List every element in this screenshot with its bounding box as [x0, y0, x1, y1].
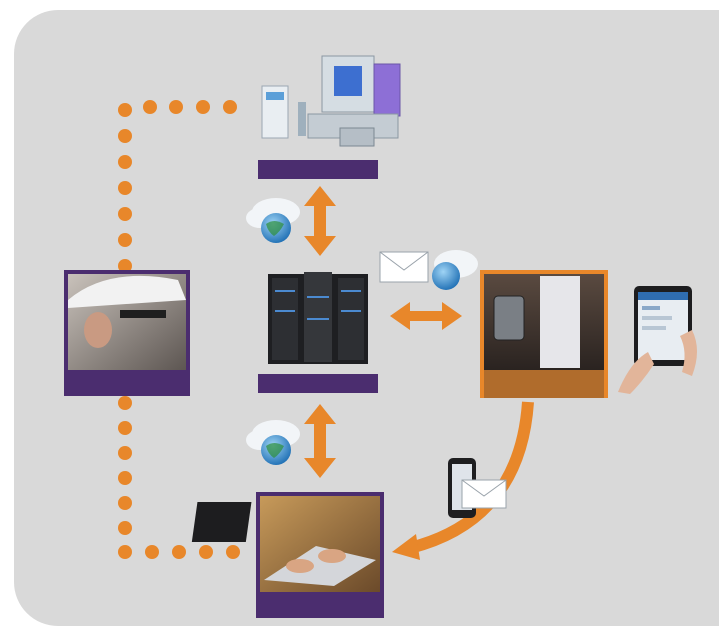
cloud-globe-icon [246, 198, 300, 243]
arrow-server-phone [390, 302, 462, 330]
server-rack-icon [268, 272, 368, 364]
cloud-globe-icon [246, 420, 300, 465]
chamber-label-bar [258, 160, 378, 179]
server-label-bar [258, 374, 378, 393]
phone-user-card [480, 270, 608, 398]
arrow-server-laptop [304, 404, 336, 478]
phone-envelope-icon [448, 458, 507, 518]
arrow-chamber-server [304, 186, 336, 256]
envelope-cloud-icon [379, 250, 478, 290]
dotted-connector-engineer-chamber [118, 100, 237, 273]
engineer-card [64, 270, 190, 396]
dotted-connector-engineer-laptop [118, 396, 240, 559]
laptop-user-card [191, 492, 384, 618]
curved-arrow-head [392, 534, 420, 560]
environmental-test-chamber-icon [261, 55, 401, 147]
hand-holding-tablet-icon [618, 286, 697, 394]
